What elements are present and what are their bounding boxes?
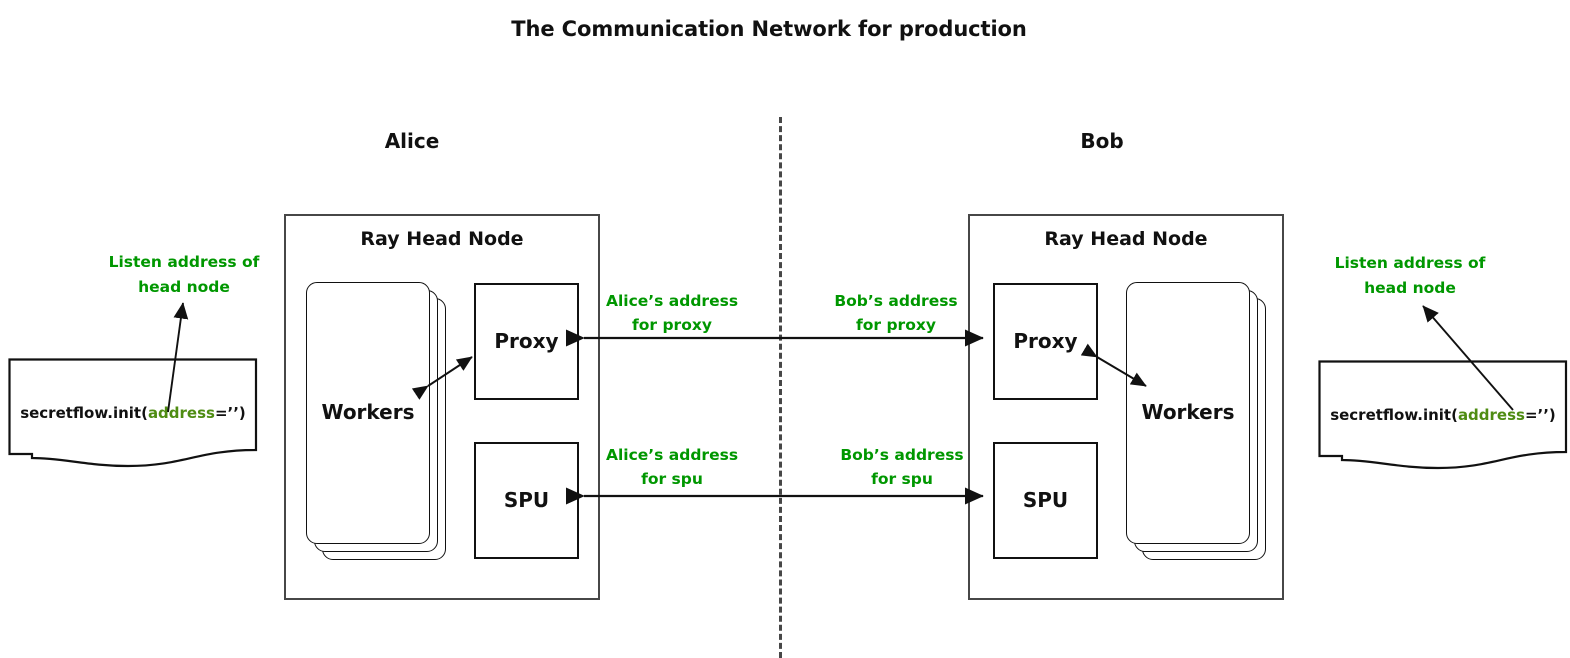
caption-bob-proxy: Bob’s address for proxy — [818, 289, 974, 337]
caption-line-1: Alice’s address — [605, 446, 739, 464]
spu-label-bob: SPU — [1022, 487, 1069, 512]
head-node-title-bob: Ray Head Node — [1044, 228, 1208, 250]
code-keyword: address — [147, 404, 215, 422]
workers-label-alice: Workers — [321, 400, 415, 424]
annotation-line-2: head node — [138, 277, 230, 296]
head-node-title-alice: Ray Head Node — [360, 228, 524, 250]
head-node-alice: Ray Head Node Workers Proxy SPU — [284, 214, 600, 600]
annotation-alice: Listen address of head node — [84, 250, 284, 300]
code-note-text-bob: secretflow.init(address=’’) — [1318, 406, 1568, 424]
caption-line-1: Bob’s address — [834, 292, 958, 310]
code-note-alice: secretflow.init(address=’’) — [8, 358, 258, 468]
code-keyword: address — [1457, 406, 1525, 424]
code-prefix: secretflow.init( — [1330, 406, 1458, 424]
code-suffix: =’’) — [1524, 406, 1556, 424]
caption-line-2: for proxy — [632, 316, 712, 335]
annotation-bob: Listen address of head node — [1310, 251, 1510, 301]
party-label-bob: Bob — [1080, 129, 1124, 153]
caption-line-2: for spu — [871, 470, 933, 489]
caption-line-2: for spu — [641, 470, 703, 489]
spu-box-alice: SPU — [474, 442, 579, 559]
caption-line-1: Alice’s address — [605, 292, 739, 310]
party-label-alice: Alice — [384, 129, 440, 153]
caption-alice-spu: Alice’s address for spu — [594, 443, 750, 491]
spu-box-bob: SPU — [993, 442, 1098, 559]
head-node-bob: Ray Head Node Workers Proxy SPU — [968, 214, 1284, 600]
caption-bob-spu: Bob’s address for spu — [824, 443, 980, 491]
caption-line-1: Bob’s address — [840, 446, 964, 464]
party-divider — [779, 117, 782, 658]
proxy-box-alice: Proxy — [474, 283, 579, 400]
caption-line-2: for proxy — [856, 316, 936, 335]
page-title: The Communication Network for production — [511, 17, 1027, 41]
annotation-line-2: head node — [1364, 278, 1456, 297]
proxy-label-bob: Proxy — [1013, 328, 1078, 353]
code-note-text-alice: secretflow.init(address=’’) — [8, 404, 258, 422]
code-prefix: secretflow.init( — [20, 404, 148, 422]
workers-card-front: Workers — [306, 282, 430, 544]
annotation-line-1: Listen address of — [108, 253, 260, 271]
proxy-box-bob: Proxy — [993, 283, 1098, 400]
code-note-bob: secretflow.init(address=’’) — [1318, 360, 1568, 470]
proxy-label-alice: Proxy — [494, 328, 559, 353]
caption-alice-proxy: Alice’s address for proxy — [594, 289, 750, 337]
workers-label-bob: Workers — [1141, 400, 1235, 424]
workers-card-front: Workers — [1126, 282, 1250, 544]
spu-label-alice: SPU — [503, 487, 550, 512]
workers-stack-bob: Workers — [1126, 282, 1266, 560]
workers-stack-alice: Workers — [306, 282, 446, 560]
document-shape-icon — [8, 358, 258, 468]
code-suffix: =’’) — [214, 404, 246, 422]
annotation-line-1: Listen address of — [1334, 254, 1486, 272]
